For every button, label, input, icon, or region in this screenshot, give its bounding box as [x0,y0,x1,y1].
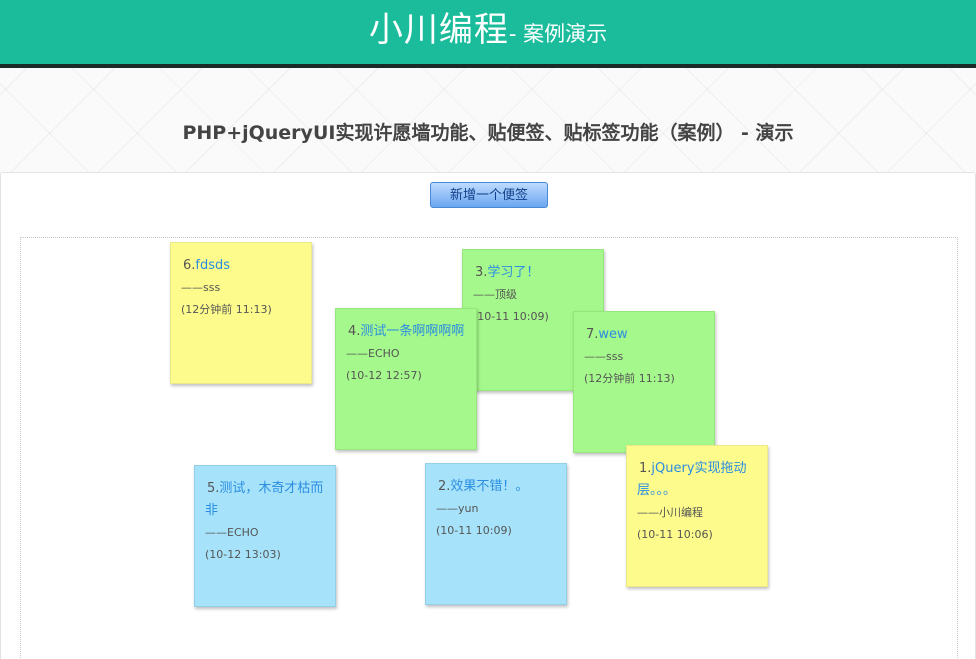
sticky-note[interactable]: 4.测试一条啊啊啊啊 ——ECHO (10-12 12:57) [335,308,477,450]
note-author: ——ECHO [205,526,259,539]
note-text: 测试，木奇才枯而非 [205,481,324,518]
note-number: 5. [207,481,220,496]
note-title: 7.wew [584,324,704,346]
sticky-note[interactable]: 3.学习了！ ——顶级 (10-11 10:09) [462,249,604,391]
note-text: 效果不错！。 [450,479,529,494]
note-title: 4.测试一条啊啊啊啊 [346,321,466,343]
note-text: jQuery实现拖动层。。。 [637,461,747,498]
note-title: 5.测试，木奇才枯而非 [205,478,325,522]
sticky-note[interactable]: 1.jQuery实现拖动层。。。 ——小川编程 (10-11 10:06) [626,445,768,587]
note-time: (10-11 10:09) [473,310,549,323]
add-note-button[interactable]: 新增一个便签 [430,182,548,208]
note-number: 4. [348,324,361,339]
note-time: (10-11 10:09) [436,524,512,537]
note-time: (10-12 13:03) [205,548,281,561]
page-banner: PHP+jQueryUI实现许愿墙功能、贴便签、贴标签功能（案例） - 演示 [0,68,976,172]
note-time: (12分钟前 11:13) [181,303,272,316]
sticky-note[interactable]: 2.效果不错！。 ——yun (10-11 10:09) [425,463,567,605]
site-brand[interactable]: 小川编程- 案例演示 [0,2,976,51]
note-number: 2. [438,479,451,494]
note-author: ——小川编程 [637,506,703,519]
note-text: 测试一条啊啊啊啊 [360,324,465,339]
note-text: fdsds [195,258,231,273]
sticky-note[interactable]: 5.测试，木奇才枯而非 ——ECHO (10-12 13:03) [194,465,336,607]
note-number: 3. [475,265,488,280]
sticky-note[interactable]: 7.wew ——sss (12分钟前 11:13) [573,311,715,453]
note-time: (12分钟前 11:13) [584,372,675,385]
note-author: ——sss [181,281,221,294]
note-number: 1. [639,461,652,476]
brand-name: 小川编程 [368,10,509,50]
note-author: ——yun [436,502,479,515]
note-author: ——sss [584,350,624,363]
note-title: 1.jQuery实现拖动层。。。 [637,458,757,502]
note-title: 6.fdsds [181,255,301,277]
note-author: ——ECHO [346,347,400,360]
note-number: 7. [586,327,599,342]
note-author: ——顶级 [473,288,517,301]
note-number: 6. [183,258,196,273]
note-wall [20,237,958,658]
note-text: wew [598,327,628,342]
note-time: (10-11 10:06) [637,528,713,541]
note-text: 学习了！ [487,265,540,280]
site-header: 小川编程- 案例演示 [0,0,976,68]
note-title: 2.效果不错！。 [436,476,556,498]
brand-subtitle: - 案例演示 [508,22,608,46]
note-time: (10-12 12:57) [346,369,422,382]
note-title: 3.学习了！ [473,262,593,284]
page-title: PHP+jQueryUI实现许愿墙功能、贴便签、贴标签功能（案例） - 演示 [182,122,794,144]
sticky-note[interactable]: 6.fdsds ——sss (12分钟前 11:13) [170,242,312,384]
